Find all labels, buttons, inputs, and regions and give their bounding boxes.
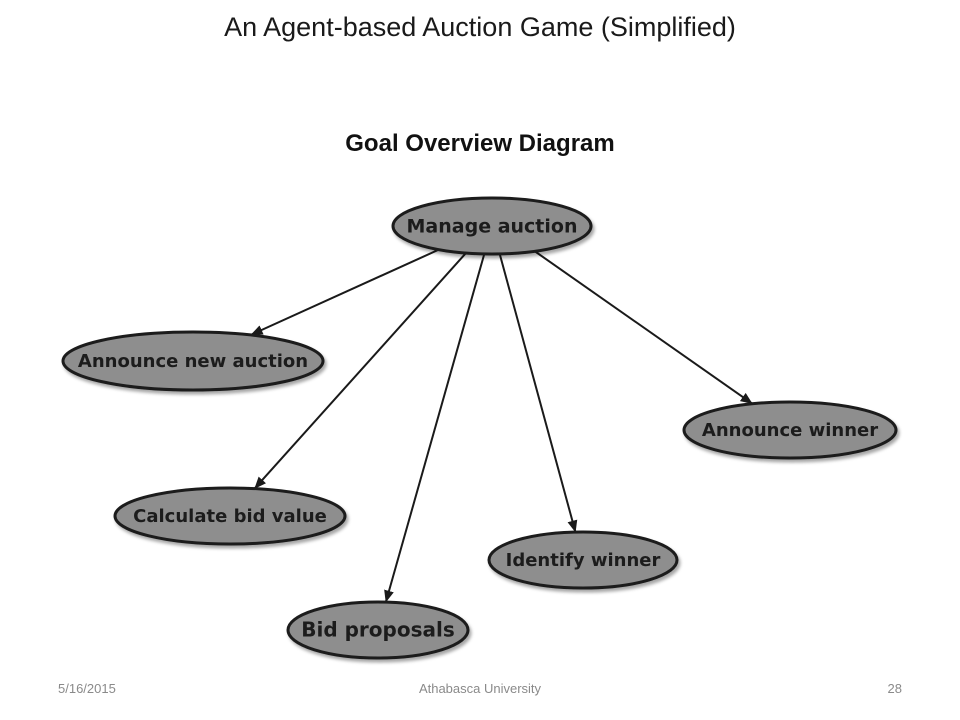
goal-node-calculate-bid-value: Calculate bid value — [113, 486, 347, 546]
goal-node-shape — [682, 400, 898, 460]
diagram-heading: Goal Overview Diagram — [345, 130, 615, 157]
footer-date: 5/16/2015 — [58, 681, 116, 696]
goal-node-identify-winner: Identify winner — [487, 530, 679, 590]
edge-manage-auction-to-bid-proposals — [384, 254, 485, 603]
goal-node-label: Announce new auction — [78, 351, 308, 372]
goal-node-shape — [487, 530, 679, 590]
edge-manage-auction-to-announce-new-auction — [250, 249, 439, 336]
goal-node-label: Manage auction — [407, 216, 578, 238]
edge-manage-auction-to-identify-winner — [499, 254, 578, 533]
goal-node-manage-auction: Manage auction — [391, 196, 593, 256]
goal-node-label: Calculate bid value — [133, 506, 327, 527]
footer-page-number: 28 — [887, 681, 902, 696]
goal-node-shape — [113, 486, 347, 546]
slide-title: An Agent-based Auction Game (Simplified) — [224, 12, 736, 42]
footer-organization: Athabasca University — [418, 681, 542, 696]
edge-manage-auction-to-announce-winner — [532, 249, 753, 405]
goal-node-announce-new-auction: Announce new auction — [61, 330, 325, 392]
goal-node-label: Identify winner — [506, 550, 661, 571]
goal-node-shape — [391, 196, 593, 256]
edge-manage-auction-to-calculate-bid-value — [254, 252, 467, 489]
goal-node-bid-proposals: Bid proposals — [286, 600, 470, 660]
goal-node-label: Announce winner — [702, 420, 878, 441]
goal-node-shape — [286, 600, 470, 660]
goal-node-shape — [61, 330, 325, 392]
goal-node-label: Bid proposals — [301, 618, 455, 642]
diagram-edges — [250, 249, 753, 603]
goal-node-announce-winner: Announce winner — [682, 400, 898, 460]
